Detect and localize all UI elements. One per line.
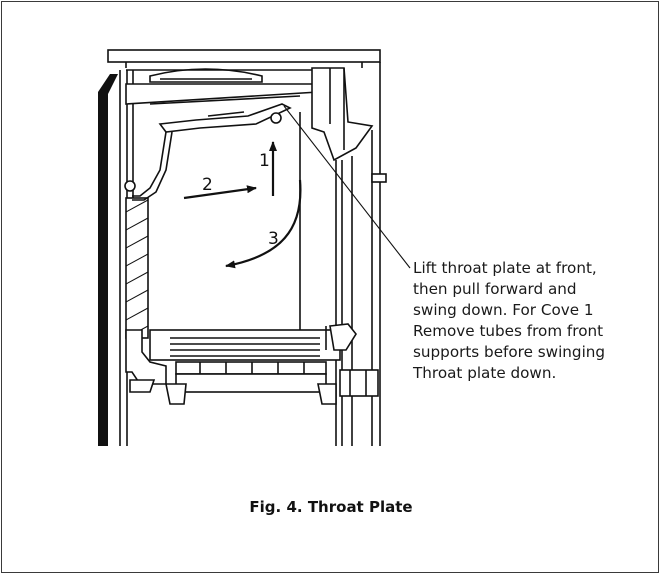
callout-line: Remove tubes from front [413, 322, 604, 340]
door-edge [98, 74, 118, 446]
figure-caption: Fig. 4. Throat Plate [249, 498, 413, 516]
step-label-1: 1 [259, 151, 270, 171]
step-label-2: 2 [202, 175, 213, 195]
stove-top-plate [107, 49, 381, 63]
callout-text: Lift throat plate at front, then pull fo… [413, 258, 633, 384]
arrow-pull [183, 185, 257, 200]
callout-line: then pull forward and [413, 280, 577, 298]
callout-line: supports before swinging [413, 343, 606, 361]
arrow-swing [225, 179, 302, 269]
top-vent [149, 68, 263, 83]
left-firebrick [125, 197, 149, 339]
grate [149, 329, 341, 361]
callout-line: Throat plate down. [413, 364, 557, 382]
callout-line: swing down. For Cove 1 [413, 301, 594, 319]
flue-collar [311, 67, 374, 162]
step-label-3: 3 [268, 229, 279, 249]
callout-line: Lift throat plate at front, [413, 259, 597, 277]
stove-body [98, 49, 387, 446]
throat-plate [158, 103, 292, 133]
side-knob [371, 173, 387, 183]
callout-leader [283, 105, 411, 269]
